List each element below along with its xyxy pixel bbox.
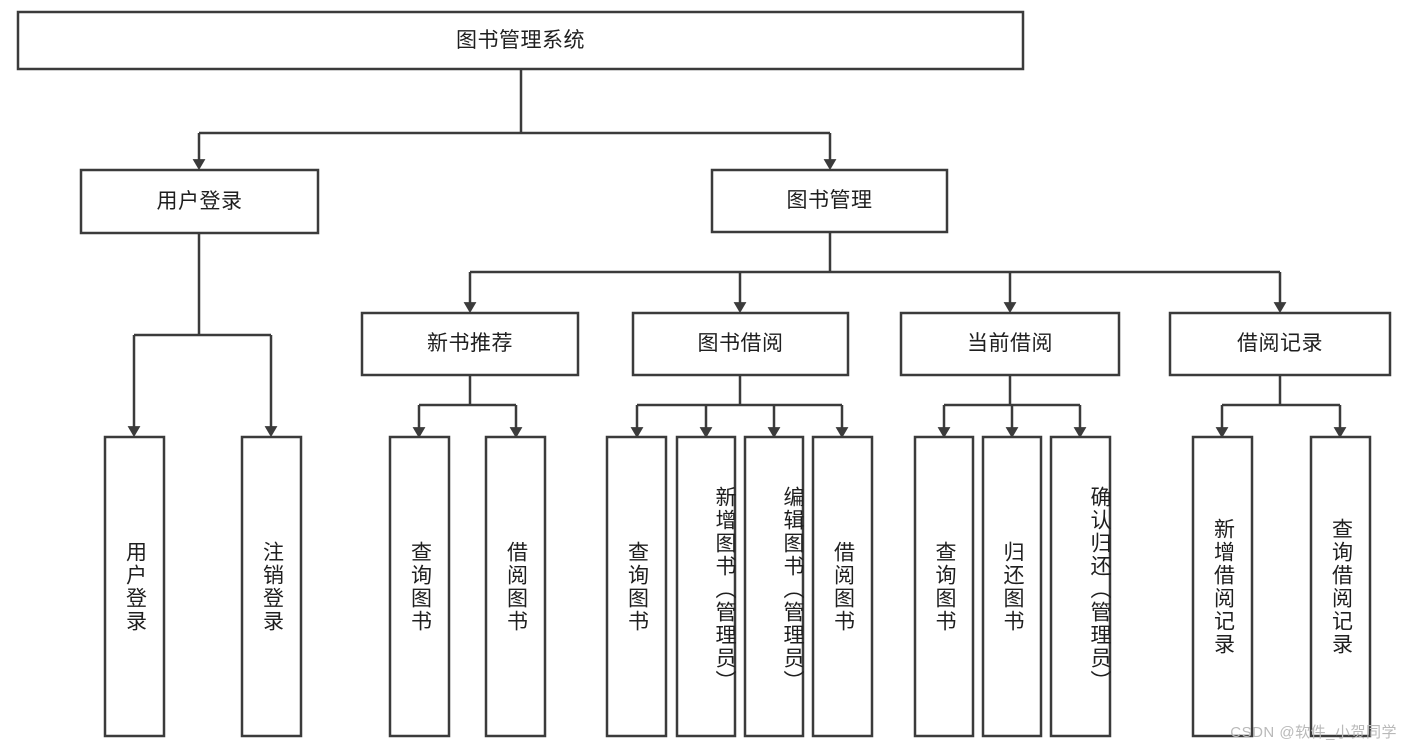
node-box-bb-borrow-book[interactable] [811,435,874,738]
node-box-current-borrow[interactable] [899,311,1121,377]
node-box-user-login-do[interactable] [103,435,166,738]
node-box-book-manage[interactable] [710,168,949,234]
node-box-cb-query-book[interactable] [913,435,975,738]
watermark-text: CSDN @软件_小贺同学 [1230,724,1397,741]
node-box-bb-query-book[interactable] [605,435,668,738]
node-box-root[interactable] [16,10,1025,71]
node-box-borrow-record[interactable] [1168,311,1392,377]
node-box-user-logout[interactable] [240,435,303,738]
node-box-br-add-record[interactable] [1191,435,1254,738]
node-box-bb-add-book[interactable] [675,435,737,738]
node-box-nb-borrow-book[interactable] [484,435,547,738]
node-box-user-login[interactable] [79,168,320,235]
node-box-cb-confirm-return[interactable] [1049,435,1112,738]
node-box-cb-return-book[interactable] [981,435,1043,738]
node-box-nb-query-book[interactable] [388,435,451,738]
node-box-bb-edit-book[interactable] [743,435,805,738]
node-box-book-borrow[interactable] [631,311,850,377]
node-box-new-book-recommend[interactable] [360,311,580,377]
node-box-br-query-record[interactable] [1309,435,1372,738]
